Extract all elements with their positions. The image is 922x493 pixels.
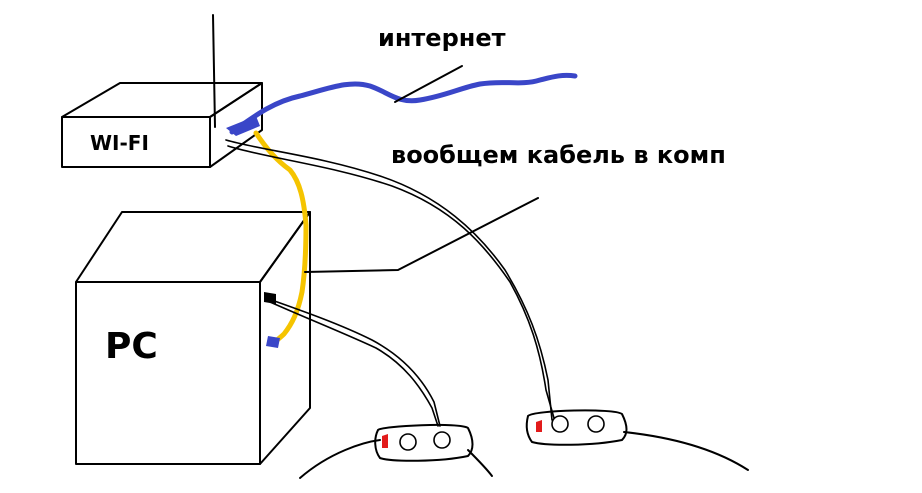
right-strip-socket-2-icon — [587, 415, 605, 433]
pc-front — [75, 281, 261, 465]
pc-power-plug — [264, 292, 276, 304]
left-strip-socket-2-icon — [433, 431, 451, 449]
lan-cable — [253, 130, 309, 347]
router-power-cord — [225, 139, 553, 421]
pc-side — [259, 211, 311, 465]
pc-top — [75, 211, 311, 283]
left-strip-cord — [299, 439, 381, 479]
cable-note-label: вообщем кабель в комп — [391, 141, 726, 169]
router-antenna — [212, 14, 216, 128]
right-power-strip — [525, 409, 749, 471]
lan-cable-plug — [266, 336, 280, 348]
right-strip-body — [525, 409, 628, 446]
left-power-strip — [299, 423, 493, 479]
pc-power-cord-2 — [269, 301, 439, 427]
internet-pointer-line — [394, 65, 463, 103]
left-strip-socket-1-icon — [399, 433, 417, 451]
internet-cable — [229, 72, 578, 135]
router-side — [209, 82, 263, 168]
pc-case: PC — [75, 211, 311, 465]
internet-cable-plug — [226, 116, 260, 136]
router-label: WI-FI — [90, 131, 149, 155]
pc-power-cord — [265, 297, 441, 427]
left-strip-switch-icon — [382, 434, 388, 448]
left-strip-body — [374, 423, 474, 462]
left-strip-cord-end — [467, 449, 493, 477]
right-strip-cord — [623, 431, 749, 471]
router-power-cord-2 — [227, 145, 555, 419]
cable-note-pointer-line — [304, 197, 539, 273]
internet-label: интернет — [378, 24, 506, 52]
router-top — [61, 82, 263, 118]
router: WI-FI — [61, 14, 263, 168]
right-strip-socket-1-icon — [551, 415, 569, 433]
pc-label: PC — [105, 326, 158, 367]
right-strip-switch-icon — [536, 420, 542, 432]
